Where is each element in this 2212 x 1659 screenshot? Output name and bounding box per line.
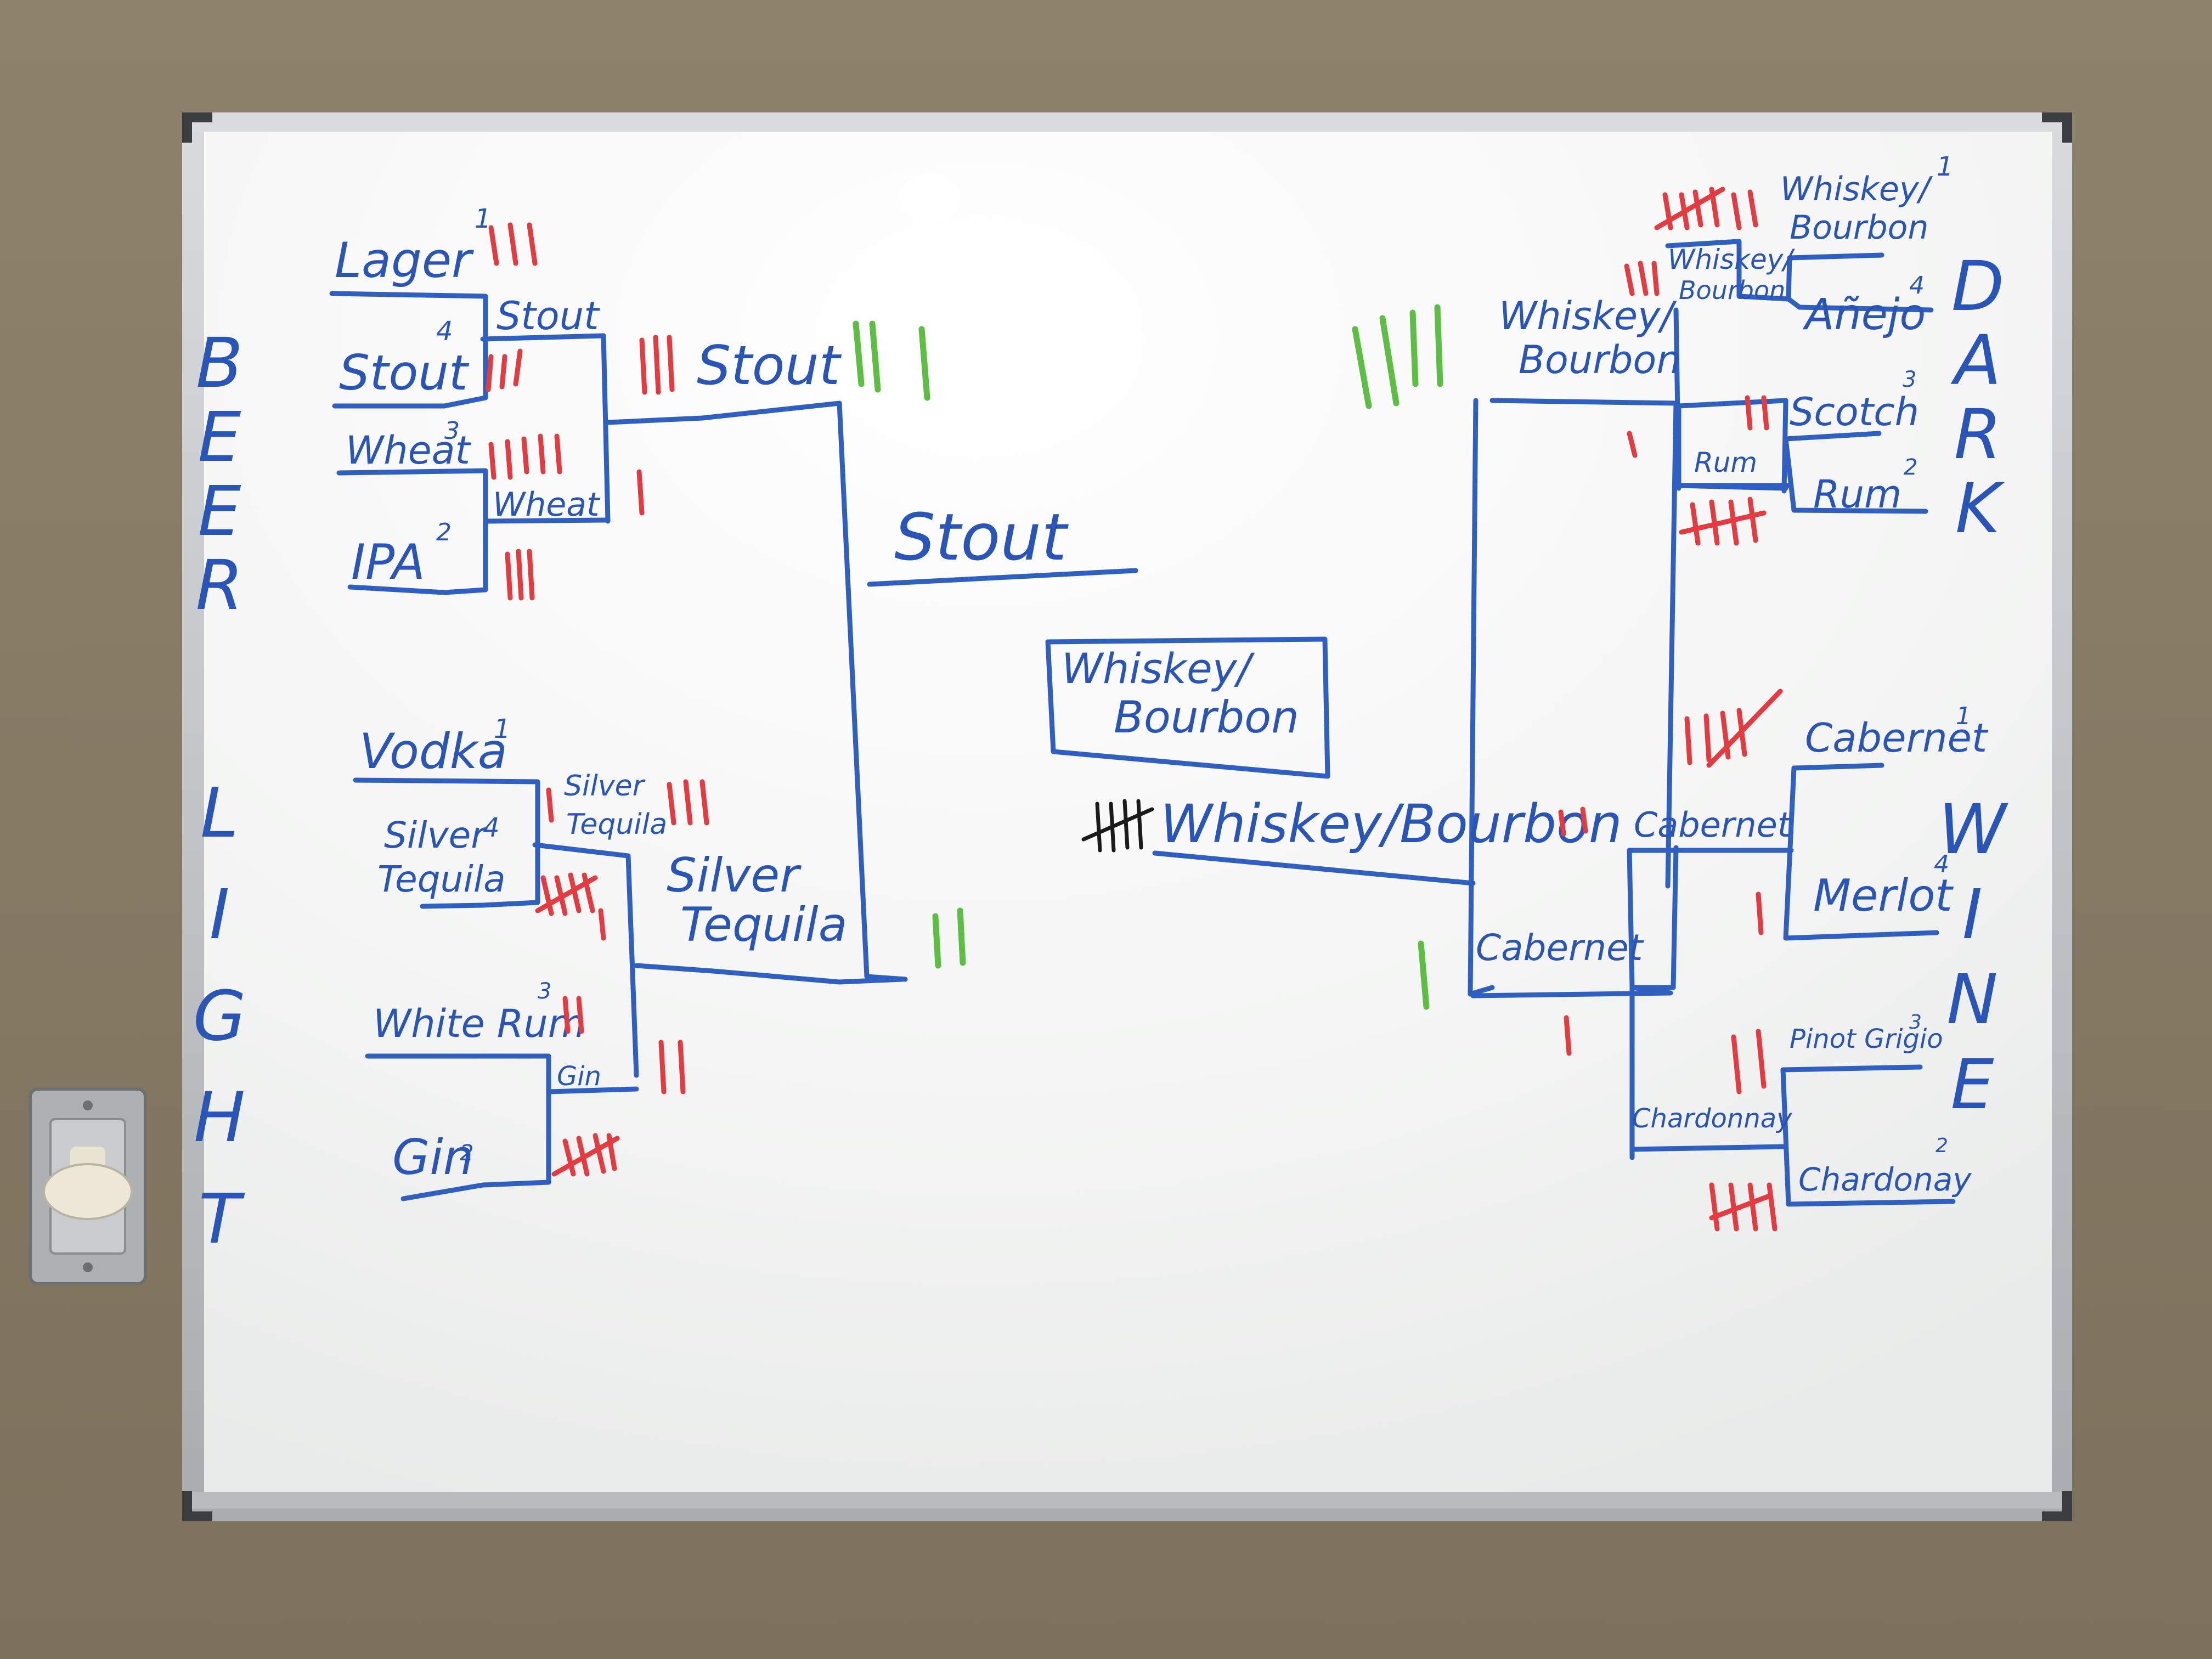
r2-silver-1: Silver xyxy=(564,770,646,803)
r2-rum: Rum xyxy=(1694,447,1757,478)
r2-cabernet: Cabernet xyxy=(1634,805,1792,845)
svg-text:4: 4 xyxy=(483,812,500,843)
svg-text:4: 4 xyxy=(1934,850,1949,878)
frame-corners xyxy=(182,112,2072,1521)
team-pinot-grigio: Pinot Grigio 3 xyxy=(1790,1011,1943,1054)
board-tray xyxy=(192,1492,2063,1509)
svg-text:1: 1 xyxy=(1937,151,1954,182)
semi-right-whiskey-bourbon: Whiskey/Bourbon xyxy=(1160,793,1622,855)
r3-whiskey-2: Bourbon xyxy=(1519,337,1681,382)
r3-stout: Stout xyxy=(697,335,842,397)
r3-silver-2: Tequila xyxy=(680,898,847,952)
team-stout: Stout 4 xyxy=(339,316,470,401)
svg-text:Bourbon: Bourbon xyxy=(1790,208,1928,247)
svg-text:WINE: WINE xyxy=(1933,790,2012,1130)
svg-text:IPA: IPA xyxy=(351,534,425,590)
r2-silver-2: Tequila xyxy=(566,808,667,841)
svg-text:3: 3 xyxy=(444,417,460,445)
dimmer-switch-icon xyxy=(29,1087,147,1285)
team-silver-tequila: Silver Tequila 4 xyxy=(377,812,506,900)
r3-silver-1: Silver xyxy=(667,848,802,903)
svg-text:2: 2 xyxy=(436,518,452,546)
r3-whiskey-1: Whiskey/ xyxy=(1499,294,1677,338)
svg-text:Chardonay: Chardonay xyxy=(1798,1161,1972,1198)
svg-text:2: 2 xyxy=(1936,1135,1948,1157)
svg-text:Stout: Stout xyxy=(339,345,470,401)
svg-text:Tequila: Tequila xyxy=(377,858,506,900)
svg-text:2: 2 xyxy=(1904,455,1917,480)
svg-text:White Rum: White Rum xyxy=(373,1001,585,1046)
side-label-wine: WINE xyxy=(1933,790,2012,1130)
side-label-dark: DARK xyxy=(1938,247,2018,543)
team-rum: Rum 2 xyxy=(1813,455,1917,517)
svg-text:Scotch: Scotch xyxy=(1790,390,1919,435)
svg-text:Pinot Grigio: Pinot Grigio xyxy=(1790,1024,1943,1054)
whiteboard-surface xyxy=(204,132,2052,1502)
svg-text:Wheat: Wheat xyxy=(346,428,472,473)
svg-text:Merlot: Merlot xyxy=(1813,870,1954,921)
svg-text:Añejo: Añejo xyxy=(1802,290,1926,340)
svg-text:1: 1 xyxy=(475,204,492,234)
semi-left-stout: Stout xyxy=(894,499,1069,575)
team-scotch: Scotch 3 xyxy=(1790,367,1919,435)
side-label-light: LIGHT xyxy=(180,774,259,1281)
svg-text:Silver: Silver xyxy=(384,814,488,856)
team-white-rum: White Rum 3 xyxy=(373,979,585,1046)
svg-text:1: 1 xyxy=(1956,702,1971,730)
team-wheat: Wheat 3 xyxy=(346,417,472,473)
champion-box: Whiskey/ Bourbon xyxy=(1062,644,1299,743)
svg-text:Bourbon: Bourbon xyxy=(1114,692,1299,743)
team-lager: Lager 1 xyxy=(335,204,492,289)
r2-whiskey-1: Whiskey/ xyxy=(1668,244,1795,275)
side-label-beer: BEER xyxy=(180,324,259,620)
red-tally-marks xyxy=(486,187,1783,1232)
svg-text:2: 2 xyxy=(460,1141,473,1166)
svg-text:BEER: BEER xyxy=(180,324,259,620)
svg-text:LIGHT: LIGHT xyxy=(180,774,259,1281)
team-vodka: Vodka 1 xyxy=(359,714,511,780)
svg-text:3: 3 xyxy=(1903,367,1916,392)
svg-text:Vodka: Vodka xyxy=(359,723,507,780)
team-chardonnay: Chardonay 2 xyxy=(1798,1135,1972,1198)
svg-text:DARK: DARK xyxy=(1938,247,2018,543)
r2-chardonnay: Chardonnay xyxy=(1632,1103,1792,1134)
svg-text:1: 1 xyxy=(494,714,511,744)
r3-cabernet: Cabernet xyxy=(1476,927,1644,969)
r2-wheat: Wheat xyxy=(493,486,601,524)
team-cabernet: Cabernet 1 xyxy=(1805,702,1989,761)
svg-text:3: 3 xyxy=(1909,1011,1922,1034)
svg-text:Whiskey/: Whiskey/ xyxy=(1062,644,1255,693)
svg-text:Whiskey/: Whiskey/ xyxy=(1780,170,1933,208)
glare xyxy=(900,174,960,223)
r2-stout: Stout xyxy=(496,294,600,338)
svg-text:Gin: Gin xyxy=(392,1129,473,1186)
team-anejo: Añejo 4 xyxy=(1802,272,1926,340)
svg-text:3: 3 xyxy=(538,979,551,1004)
svg-text:4: 4 xyxy=(1909,272,1925,300)
black-tally-marks xyxy=(1081,799,1154,853)
r2-whiskey-2: Bourbon xyxy=(1679,275,1785,305)
team-gin: Gin 2 xyxy=(392,1129,473,1186)
svg-text:4: 4 xyxy=(436,316,453,347)
svg-text:Rum: Rum xyxy=(1813,472,1901,517)
svg-text:Lager: Lager xyxy=(335,232,474,289)
team-merlot: Merlot 4 xyxy=(1813,850,1954,921)
bracket-lines xyxy=(329,239,1956,1207)
team-whiskey-bourbon: Whiskey/ Bourbon 1 xyxy=(1780,151,1954,247)
team-ipa: IPA 2 xyxy=(351,518,452,590)
svg-text:Cabernet: Cabernet xyxy=(1805,715,1989,761)
green-tally-marks xyxy=(853,304,1443,1010)
r2-gin: Gin xyxy=(557,1061,601,1092)
